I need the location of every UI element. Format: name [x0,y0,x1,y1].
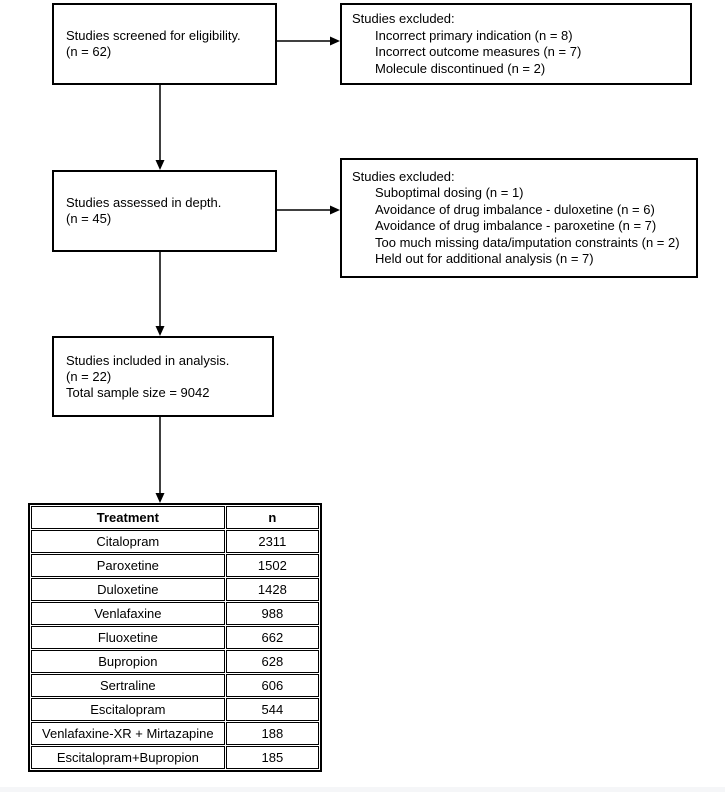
flow-box-screened: Studies screened for eligibility. (n = 6… [52,3,277,85]
table-row: Escitalopram 544 [31,698,319,721]
treatment-cell: Sertraline [31,674,225,697]
table-row: Bupropion 628 [31,650,319,673]
screened-line2: (n = 62) [66,44,112,59]
treatment-cell: Escitalopram [31,698,225,721]
bottom-edge-strip [0,787,725,792]
treatment-table: Treatment n Citalopram 2311 Paroxetine 1… [28,503,322,772]
treatment-cell: Citalopram [31,530,225,553]
flow-box-assessed: Studies assessed in depth. (n = 45) [52,170,277,252]
screened-line1: Studies screened for eligibility. [66,28,241,43]
table-row: Citalopram 2311 [31,530,319,553]
table-row: Fluoxetine 662 [31,626,319,649]
n-cell: 188 [225,722,319,745]
table-row: Duloxetine 1428 [31,578,319,601]
n-cell: 988 [225,602,319,625]
assessed-line1: Studies assessed in depth. [66,195,222,210]
n-cell: 1502 [225,554,319,577]
n-cell: 628 [225,650,319,673]
table-header-row: Treatment n [31,506,319,529]
n-cell: 2311 [225,530,319,553]
included-line3: Total sample size = 9042 [66,384,210,400]
table-row: Paroxetine 1502 [31,554,319,577]
n-cell: 606 [225,674,319,697]
treatment-cell: Escitalopram+Bupropion [31,746,225,769]
table-row: Venlafaxine 988 [31,602,319,625]
treatment-cell: Bupropion [31,650,225,673]
excluded2-reason: Avoidance of drug imbalance - duloxetine… [375,201,655,217]
treatment-cell: Venlafaxine [31,602,225,625]
included-line2: (n = 22) [66,368,112,384]
n-cell: 1428 [225,578,319,601]
excluded2-reason: Suboptimal dosing (n = 1) [375,185,524,200]
excluded1-reason: Molecule discontinued (n = 2) [375,60,546,76]
excluded2-reason: Too much missing data/imputation constra… [375,234,680,250]
treatment-cell: Duloxetine [31,578,225,601]
n-cell: 662 [225,626,319,649]
table-header-n: n [225,506,319,529]
table-row: Escitalopram+Bupropion 185 [31,746,319,769]
excluded1-reason: Incorrect outcome measures (n = 7) [375,44,582,59]
flow-box-excluded-1: Studies excluded: Incorrect primary indi… [340,3,692,85]
table-row: Sertraline 606 [31,674,319,697]
table-header-treatment: Treatment [31,506,225,529]
excluded1-title: Studies excluded: [352,11,455,26]
excluded2-title: Studies excluded: [352,168,455,184]
assessed-line2: (n = 45) [66,211,112,226]
excluded2-reason: Avoidance of drug imbalance - paroxetine… [375,218,657,233]
excluded2-reason: Held out for additional analysis (n = 7) [375,251,594,266]
included-line1: Studies included in analysis. [66,352,230,368]
treatment-cell: Venlafaxine-XR + Mirtazapine [31,722,225,745]
n-cell: 544 [225,698,319,721]
n-cell: 185 [225,746,319,769]
treatment-cell: Fluoxetine [31,626,225,649]
flow-box-excluded-2: Studies excluded: Suboptimal dosing (n =… [340,158,698,278]
treatment-cell: Paroxetine [31,554,225,577]
flow-box-included: Studies included in analysis. (n = 22) T… [52,336,274,417]
excluded1-reason: Incorrect primary indication (n = 8) [375,27,573,43]
table-row: Venlafaxine-XR + Mirtazapine 188 [31,722,319,745]
